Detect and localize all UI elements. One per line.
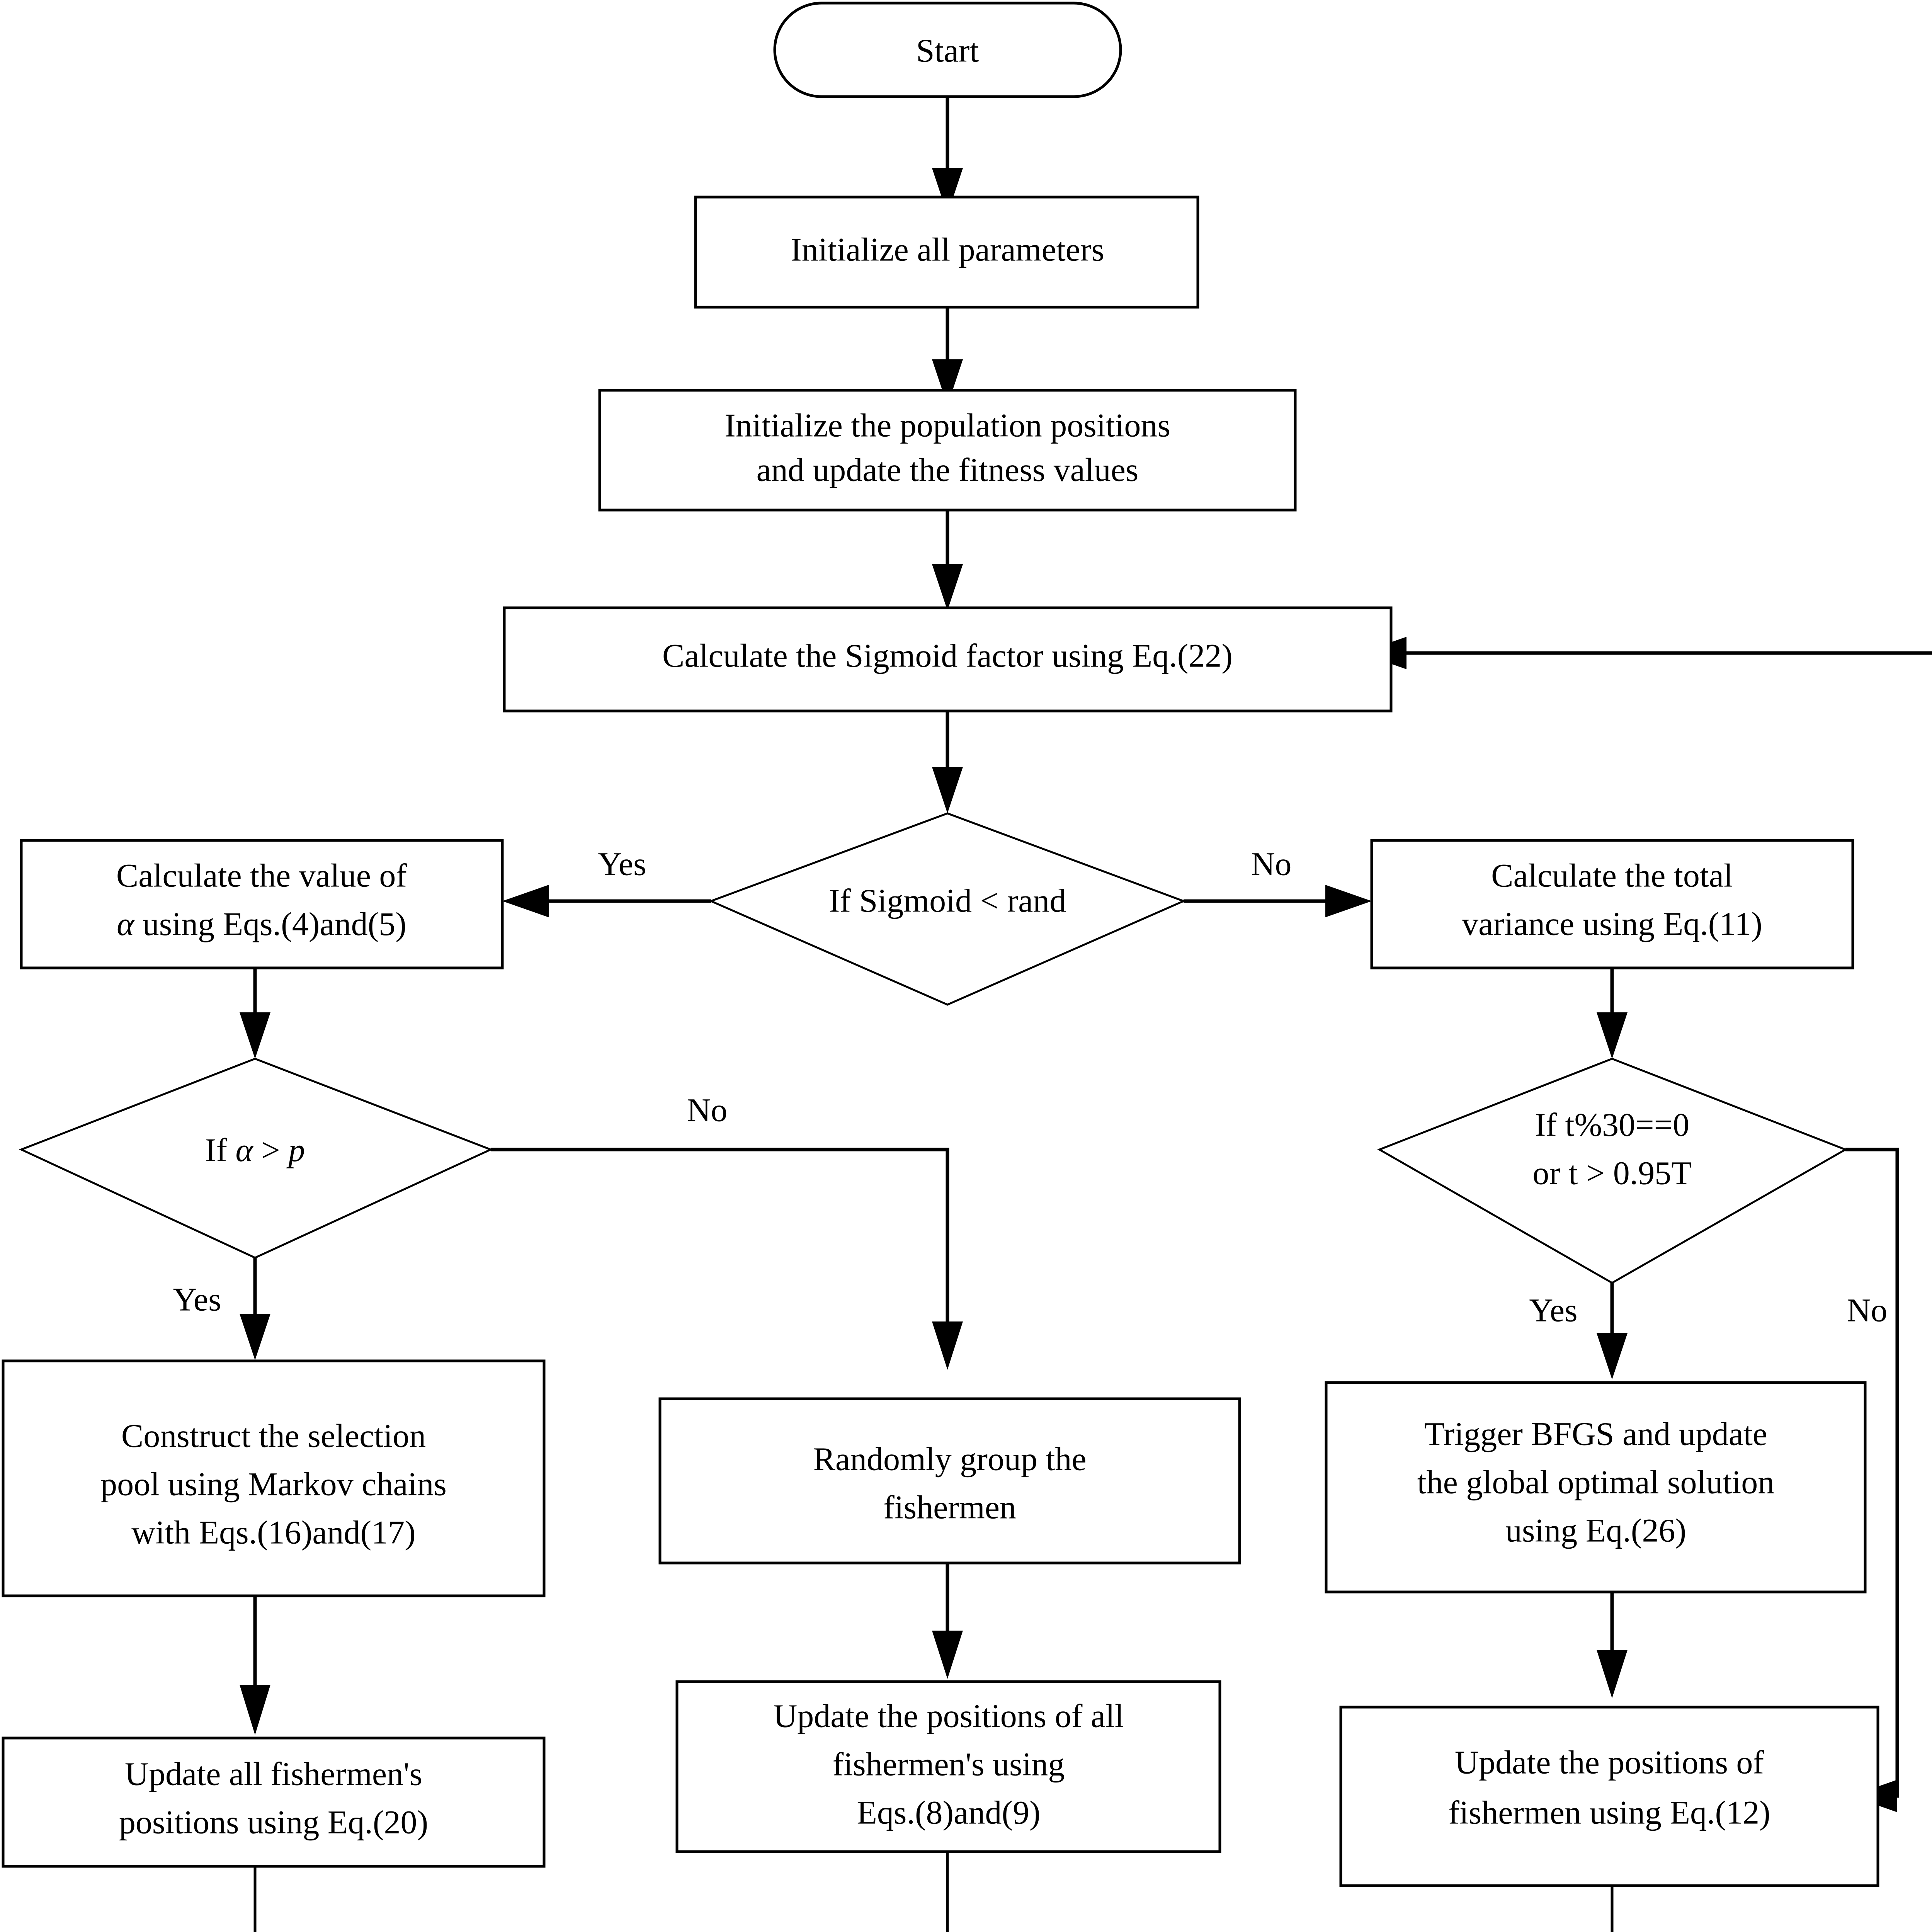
arrowhead-pop-sigmoid xyxy=(932,564,963,611)
calculate-alpha-shape xyxy=(20,839,504,969)
decision-alpha-symbol: α xyxy=(236,1131,254,1168)
arrowhead-group-update89 xyxy=(932,1631,963,1679)
calculate-total-variance-shape xyxy=(1370,839,1854,969)
node-decision-t-mod-30[interactable]: If t%30==0 or t > 0.95T xyxy=(1377,1058,1848,1284)
update-positions-eq8-9-line2: fishermen's using xyxy=(833,1746,1065,1783)
node-decision-alpha-gt-p[interactable]: If α > p xyxy=(19,1058,493,1259)
node-construct-selection-pool[interactable]: Construct the selection pool using Marko… xyxy=(2,1359,546,1597)
arrowhead-alpha-no xyxy=(932,1321,963,1370)
decision-alpha-label: If α > p xyxy=(205,1131,305,1168)
node-trigger-bfgs[interactable]: Trigger BFGS and update the global optim… xyxy=(1325,1381,1867,1594)
node-update-positions-eq20[interactable]: Update all fishermen's positions using E… xyxy=(2,1736,546,1868)
node-calculate-sigmoid-factor[interactable]: Calculate the Sigmoid factor using Eq.(2… xyxy=(503,606,1393,713)
construct-selection-pool-shape xyxy=(2,1359,546,1597)
node-initialize-population[interactable]: Initialize the population positions and … xyxy=(598,389,1297,512)
node-update-positions-eq8-9[interactable]: Update the positions of all fishermen's … xyxy=(675,1680,1221,1853)
arrowhead-markov-update20 xyxy=(240,1685,270,1735)
edge-alpha-no xyxy=(491,1148,949,1345)
node-decision-sigmoid-lt-rand[interactable]: If Sigmoid < rand xyxy=(708,812,1186,1006)
calculate-total-variance-line2: variance using Eq.(11) xyxy=(1462,905,1762,942)
arrowhead-alpha-yes xyxy=(240,1314,270,1360)
construct-selection-pool-line1: Construct the selection xyxy=(121,1417,426,1454)
update-positions-eq8-9-shape xyxy=(675,1680,1221,1853)
initialize-population-line2: and update the fitness values xyxy=(757,451,1139,488)
calculate-alpha-line1: Calculate the value of xyxy=(116,857,407,894)
node-update-positions-eq12[interactable]: Update the positions of fishermen using … xyxy=(1339,1706,1879,1887)
edge-loop-yes xyxy=(1387,651,1932,655)
arrowhead-variance-decision xyxy=(1597,1012,1628,1059)
node-calculate-alpha[interactable]: Calculate the value of α using Eqs.(4)an… xyxy=(20,839,504,969)
arrowhead-init-pop xyxy=(932,359,963,406)
edge-label-sigmoid-no: No xyxy=(1251,845,1291,883)
arrowhead-bfgs-update12 xyxy=(1597,1650,1628,1698)
initialize-population-line1: Initialize the population positions xyxy=(724,407,1170,444)
initialize-parameters-shape xyxy=(694,196,1199,309)
update-positions-eq12-shape xyxy=(1339,1706,1879,1887)
decision-sigmoid-shape xyxy=(708,812,1186,1006)
trigger-bfgs-line1: Trigger BFGS and update xyxy=(1424,1415,1767,1452)
node-initialize-parameters[interactable]: Initialize all parameters xyxy=(694,196,1199,309)
decision-t-mod-shape xyxy=(1377,1058,1848,1284)
edge-label-alpha-yes: Yes xyxy=(173,1281,221,1318)
alpha-eq-text: using Eqs.(4)and(5) xyxy=(134,905,406,942)
update-positions-eq12-line2: fishermen using Eq.(12) xyxy=(1448,1794,1770,1831)
randomly-group-fishermen-line2: fishermen xyxy=(883,1489,1016,1526)
arrowhead-sigmoid-no xyxy=(1325,885,1372,917)
randomly-group-fishermen-shape xyxy=(658,1397,1241,1565)
construct-selection-pool-line3: with Eqs.(16)and(17) xyxy=(131,1514,416,1551)
decision-t-mod-line2: or t > 0.95T xyxy=(1532,1155,1692,1192)
edge-label-sigmoid-yes: Yes xyxy=(598,845,646,883)
calculate-sigmoid-factor-label: Calculate the Sigmoid factor using Eq.(2… xyxy=(662,637,1233,674)
arrowhead-sigmoid-yes xyxy=(502,885,549,917)
update-positions-eq8-9-line3: Eqs.(8)and(9) xyxy=(857,1794,1040,1831)
update-positions-eq20-line1: Update all fishermen's xyxy=(125,1755,422,1793)
calculate-total-variance-line1: Calculate the total xyxy=(1491,857,1733,894)
node-randomly-group-fishermen[interactable]: Randomly group the fishermen xyxy=(658,1397,1241,1565)
calculate-alpha-line2: α using Eqs.(4)and(5) xyxy=(117,905,406,942)
decision-sigmoid-label: If Sigmoid < rand xyxy=(829,882,1066,919)
trigger-bfgs-shape xyxy=(1325,1381,1867,1594)
initialize-parameters-label: Initialize all parameters xyxy=(791,231,1104,268)
update-positions-eq12-line1: Update the positions of xyxy=(1455,1744,1764,1781)
connector-layer xyxy=(240,97,1932,1932)
start-shape xyxy=(773,2,1122,98)
update-positions-eq8-9-line1: Update the positions of all xyxy=(773,1697,1124,1735)
edge-label-alpha-no: No xyxy=(687,1092,727,1129)
decision-t-mod-line1: If t%30==0 xyxy=(1535,1106,1689,1143)
edge-label-tmod-no: No xyxy=(1847,1292,1887,1329)
node-calculate-total-variance[interactable]: Calculate the total variance using Eq.(1… xyxy=(1370,839,1854,969)
decision-alpha-p: p xyxy=(286,1131,305,1168)
update-positions-eq20-line2: positions using Eq.(20) xyxy=(119,1804,428,1841)
arrowhead-start-init xyxy=(932,168,963,214)
decision-alpha-gt: > xyxy=(253,1131,289,1168)
trigger-bfgs-line3: using Eq.(26) xyxy=(1505,1512,1686,1549)
randomly-group-fishermen-line1: Randomly group the xyxy=(813,1440,1086,1478)
update-positions-eq20-shape xyxy=(2,1736,546,1868)
decision-alpha-shape xyxy=(19,1058,493,1259)
edge-label-layer: Yes No No Yes Yes No No Yes xyxy=(173,845,1887,1329)
calculate-sigmoid-factor-shape xyxy=(503,606,1393,713)
node-start[interactable]: Start xyxy=(773,2,1122,98)
decision-alpha-if: If xyxy=(205,1131,236,1168)
initialize-population-shape xyxy=(598,389,1297,512)
edge-label-tmod-yes: Yes xyxy=(1529,1292,1577,1329)
arrowhead-tmod-yes xyxy=(1597,1333,1628,1379)
arrowhead-alpha-decision xyxy=(240,1012,270,1059)
start-label: Start xyxy=(916,32,979,69)
construct-selection-pool-line2: pool using Markov chains xyxy=(100,1466,447,1503)
arrowhead-sigmoid-decision xyxy=(932,767,963,813)
alpha-symbol: α xyxy=(117,905,135,942)
trigger-bfgs-line2: the global optimal solution xyxy=(1417,1464,1774,1501)
